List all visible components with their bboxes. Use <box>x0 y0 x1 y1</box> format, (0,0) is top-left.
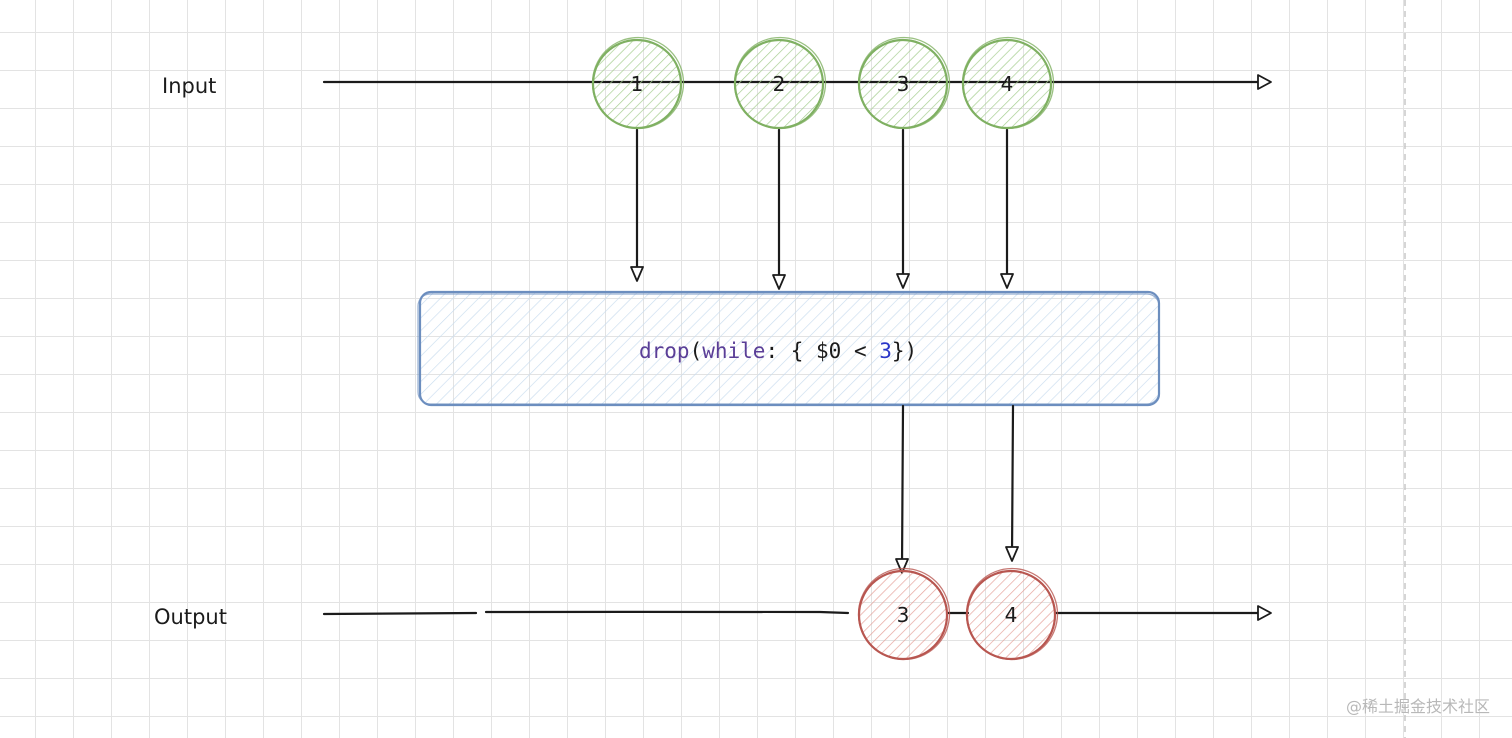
input-timeline-arrowhead <box>1257 74 1272 90</box>
watermark: @稀土掘金技术社区 <box>1346 697 1490 716</box>
input-marble: 3 <box>857 36 951 130</box>
input-to-operator-arrow <box>630 128 644 282</box>
output-marble: 3 <box>857 567 951 661</box>
input-label: Input <box>162 74 216 98</box>
output-label: Output <box>154 605 227 629</box>
input-to-operator-arrow <box>896 128 910 289</box>
operator-code: drop(while: { $0 < 3}) <box>639 339 917 363</box>
input-marble: 2 <box>733 36 827 130</box>
input-marble: 4 <box>961 36 1055 130</box>
input-to-operator-arrow <box>1000 128 1014 289</box>
output-marble: 4 <box>965 567 1059 661</box>
operator-box: drop(while: { $0 < 3}) <box>417 290 1161 407</box>
output-timeline-arrowhead <box>1257 605 1272 621</box>
input-marble-value: 3 <box>897 72 910 96</box>
output-timeline <box>322 610 1270 616</box>
input-marble-value: 2 <box>773 72 786 96</box>
input-marble-value: 1 <box>631 72 644 96</box>
output-marble-value: 3 <box>897 603 910 627</box>
operator-to-output-arrow <box>1005 404 1019 562</box>
input-to-operator-arrow <box>772 128 786 290</box>
output-marble-value: 4 <box>1005 603 1018 627</box>
input-marble: 1 <box>591 36 685 130</box>
input-marble-value: 4 <box>1001 72 1014 96</box>
operator-to-output-arrow <box>895 404 909 574</box>
